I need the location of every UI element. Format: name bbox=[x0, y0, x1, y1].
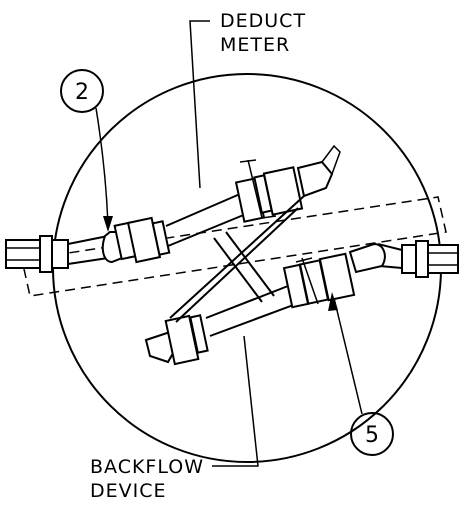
svg-text:5: 5 bbox=[365, 423, 379, 448]
pipe-band-dashed bbox=[21, 196, 447, 297]
deduct-meter-label-line1: DEDUCT bbox=[220, 10, 306, 32]
left-inlet-fitting bbox=[5, 235, 109, 273]
callout-2: 2 bbox=[60, 69, 113, 232]
deduct-meter-label-line2: METER bbox=[220, 34, 290, 56]
cross-connector-pipes bbox=[169, 195, 305, 323]
backflow-device-label-line1: BACKFLOW bbox=[90, 456, 204, 478]
svg-text:2: 2 bbox=[75, 80, 89, 105]
right-outlet-fitting bbox=[377, 240, 459, 278]
deduct-meter-leader bbox=[189, 20, 210, 189]
backflow-device-label-line2: DEVICE bbox=[90, 480, 167, 502]
callout-5: 5 bbox=[328, 292, 394, 456]
backflow-device-assembly bbox=[144, 242, 386, 366]
backflow-device-leader bbox=[212, 335, 259, 467]
vault-outline bbox=[52, 73, 442, 463]
deduct-meter-assembly bbox=[101, 144, 341, 264]
